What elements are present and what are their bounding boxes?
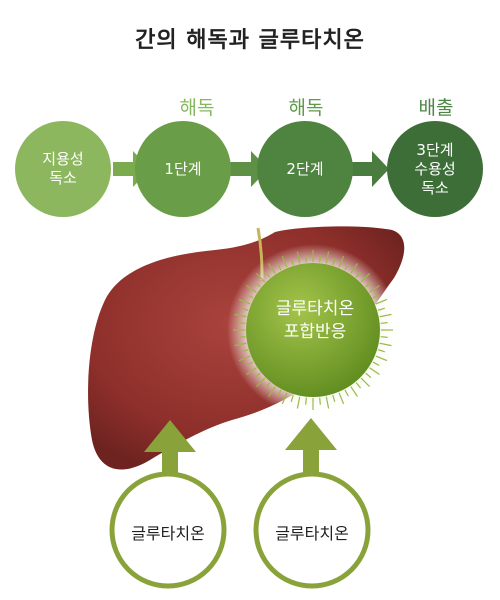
step-node-fat-soluble-toxin: 지용성 독소	[15, 121, 111, 217]
conjugation-label: 글루타치온 포합반응	[275, 299, 355, 342]
conjugation-circle	[246, 263, 380, 397]
diagram-title: 간의 해독과 글루타치온	[135, 28, 365, 53]
glutathione-ring-left	[109, 471, 227, 589]
step-node-phase-1: 1단계	[135, 121, 231, 217]
step-label-detox-2: 해독	[288, 97, 324, 119]
glutathione-label-left: 글루타치온	[131, 524, 205, 543]
arrow-step-2-3	[352, 151, 389, 187]
step-node-water-soluble-toxin: 3단계 수용성 독소	[387, 121, 483, 217]
glutathione-ring-right	[253, 471, 371, 589]
glutathione-label-right: 글루타치온	[275, 524, 349, 543]
conjugation-rays	[233, 250, 393, 410]
step-node-phase-2: 2단계	[257, 121, 353, 217]
step-label-excretion: 배출	[418, 97, 454, 119]
step-label-detox-1: 해독	[179, 97, 215, 119]
